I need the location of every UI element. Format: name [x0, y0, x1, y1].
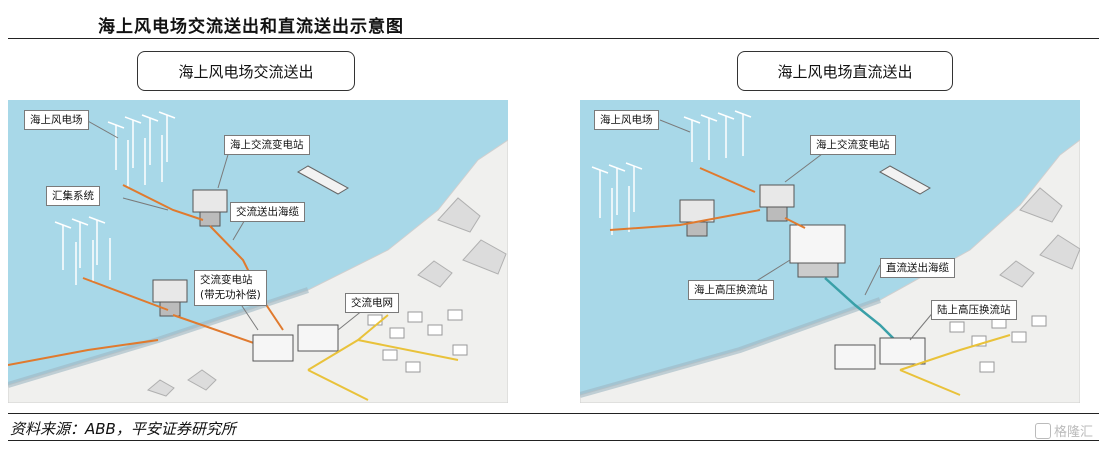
ship-right	[878, 165, 932, 195]
wind-turbines-lower	[54, 216, 111, 285]
label-ac-substation-line2: (带无功补偿)	[200, 289, 261, 301]
figure-title: 海上风电场交流送出和直流送出示意图	[98, 17, 404, 37]
bottom-rule	[8, 413, 1099, 414]
wind-turbines-upper	[683, 110, 752, 162]
footer-rule	[8, 440, 1099, 441]
hills	[999, 187, 1080, 288]
watermark: 格隆汇	[1034, 421, 1093, 440]
label-offshore-converter: 海上高压换流站	[688, 280, 774, 300]
hills	[146, 197, 507, 397]
watermark-text: 格隆汇	[1053, 425, 1093, 440]
watermark-logo-icon	[1034, 422, 1051, 439]
offshore-substation-2	[152, 279, 188, 317]
onshore-converter	[834, 337, 926, 370]
ac-grid-lines	[307, 314, 459, 401]
label-ac-substation-line1: 交流变电站	[200, 274, 253, 286]
label-collector-system: 汇集系统	[46, 186, 100, 206]
top-rule	[8, 38, 1099, 39]
right-panel-illustration: 海上风电场 海上交流变电站 直流送出海缆 海上高压换流站 陆上高压换流站	[580, 100, 1080, 403]
label-ac-substation: 交流变电站 (带无功补偿)	[194, 270, 267, 306]
label-ac-export-cable: 交流送出海缆	[230, 202, 305, 222]
shoreline	[580, 297, 882, 398]
label-ac-offshore-substation: 海上交流变电站	[224, 135, 310, 155]
source-note: 资料来源：ABB，平安证券研究所	[10, 420, 236, 438]
wind-turbines-upper	[107, 111, 176, 188]
label-wind-farm: 海上风电场	[24, 110, 89, 130]
left-panel-illustration: 海上风电场 海上交流变电站 汇集系统 交流送出海缆 交流变电站 (带无功补偿) …	[8, 100, 508, 403]
ship-left	[296, 165, 350, 195]
offshore-converter-platform	[789, 224, 846, 278]
label-ac-grid: 交流电网	[345, 293, 399, 313]
ac-cables	[609, 167, 806, 231]
houses	[949, 315, 1047, 373]
label-ac-offshore-substation: 海上交流变电站	[810, 135, 896, 155]
dc-cable	[824, 277, 901, 346]
grid-lines	[899, 334, 1011, 396]
right-panel-heading: 海上风电场直流送出	[737, 51, 953, 91]
onshore-ac-substation	[252, 324, 339, 362]
label-onshore-converter: 陆上高压换流站	[931, 300, 1017, 320]
label-dc-export-cable: 直流送出海缆	[880, 258, 955, 278]
label-wind-farm: 海上风电场	[594, 110, 659, 130]
offshore-ac-substation-1	[759, 184, 795, 222]
houses	[367, 309, 468, 373]
offshore-substation-1	[192, 189, 228, 227]
wind-turbines-lower	[591, 162, 643, 235]
left-panel-heading: 海上风电场交流送出	[137, 51, 355, 91]
